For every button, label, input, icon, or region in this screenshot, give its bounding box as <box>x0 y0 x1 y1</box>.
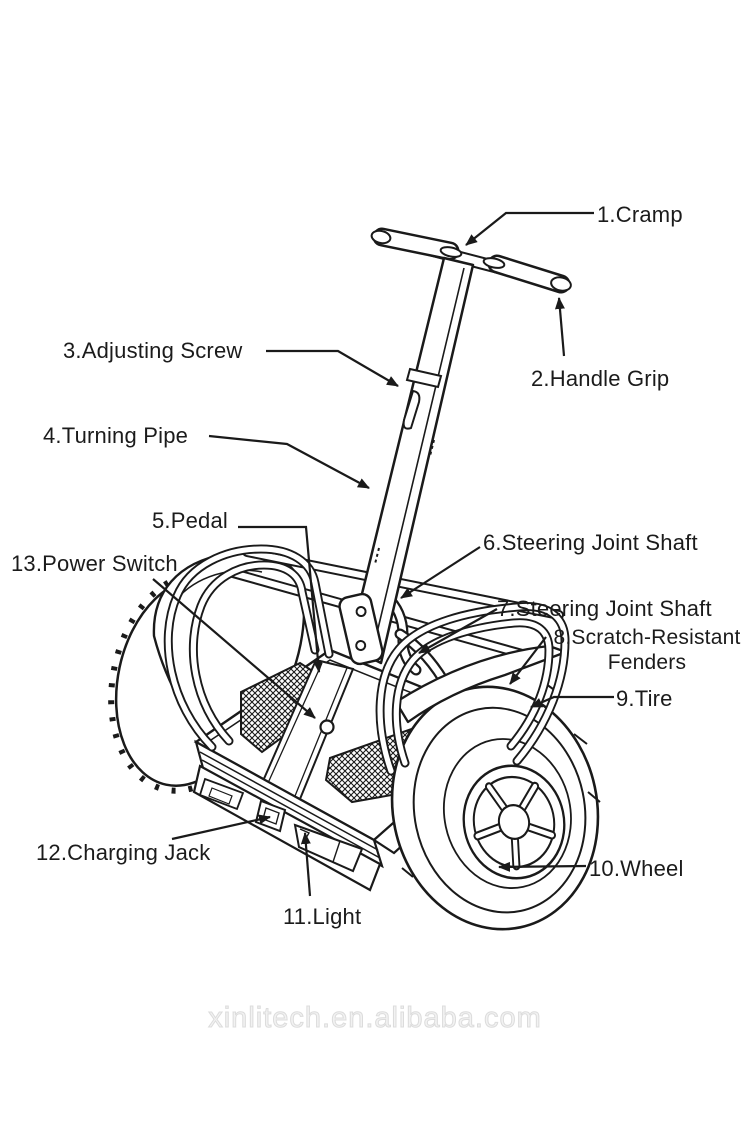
label-power-switch-text: 13.Power Switch <box>11 551 178 576</box>
label-tire: 9.Tire <box>616 686 673 711</box>
label-steering-joint-shaft-7-text: 7.Steering Joint Shaft <box>497 596 712 621</box>
label-steering-joint-shaft-6-text: 6.Steering Joint Shaft <box>483 530 698 555</box>
light <box>293 823 364 873</box>
label-adjusting-screw-text: 3.Adjusting Screw <box>63 338 243 363</box>
handle-grip-right <box>487 254 572 294</box>
leader-adjusting-screw <box>266 349 399 387</box>
guard-frame <box>163 544 564 752</box>
label-turning-pipe-text: 4.Turning Pipe <box>43 423 189 448</box>
watermark: xinlitech.en.alibaba.com <box>208 1002 542 1035</box>
power-switch <box>319 719 335 735</box>
label-steering-joint-shaft-7: 7.Steering Joint Shaft <box>497 596 712 621</box>
label-wheel-text: 10.Wheel <box>589 856 684 881</box>
leader-turning-pipe <box>208 434 370 489</box>
steering-column <box>338 256 475 694</box>
adjusting-screw <box>402 389 421 430</box>
label-handle-grip-text: 2.Handle Grip <box>531 366 670 391</box>
leader-handle-grip <box>554 297 566 357</box>
leader-wheel <box>498 861 587 872</box>
leader-power-switch <box>152 578 316 719</box>
leader-tire <box>530 695 614 709</box>
leader-cramp <box>465 211 594 246</box>
label-light: 11.Light <box>283 904 361 929</box>
handlebar <box>370 227 572 294</box>
label-steering-joint-shaft-6: 6.Steering Joint Shaft <box>483 530 698 555</box>
label-charging-jack-text: 12.Charging Jack <box>36 840 211 865</box>
handle-grip-left <box>370 227 460 261</box>
cramp-collars <box>439 246 506 269</box>
leader-fenders <box>509 636 547 685</box>
label-tire-text: 9.Tire <box>616 686 673 711</box>
label-adjusting-screw: 3.Adjusting Screw <box>63 338 243 363</box>
label-power-switch: 13.Power Switch <box>11 551 178 576</box>
leader-light <box>300 832 312 897</box>
leader-lines <box>152 211 614 897</box>
label-light-text: 11.Light <box>283 904 362 929</box>
label-fenders-line2: Fenders <box>607 651 687 674</box>
label-pedal-text: 5.Pedal <box>152 508 229 533</box>
leader-steering-joint-7 <box>418 608 498 654</box>
label-handle-grip: 2.Handle Grip <box>531 366 669 391</box>
label-charging-jack: 12.Charging Jack <box>36 840 210 865</box>
label-wheel: 10.Wheel <box>589 856 684 881</box>
label-pedal: 5.Pedal <box>152 508 228 533</box>
column-base-plate <box>338 592 384 666</box>
leader-pedal <box>238 525 323 673</box>
label-cramp: 1.Cramp <box>597 202 683 227</box>
label-cramp-text: 1.Cramp <box>597 202 683 227</box>
leader-charging-jack <box>171 814 271 841</box>
leader-steering-joint-6 <box>400 546 481 599</box>
label-scratch-resistant-fenders: 8.Scratch-Resistant Fenders <box>546 625 748 675</box>
label-turning-pipe: 4.Turning Pipe <box>43 423 188 448</box>
label-fenders-line1: 8.Scratch-Resistant <box>553 626 741 649</box>
wheel-hub <box>462 764 566 880</box>
right-guard-hoop <box>375 602 570 776</box>
